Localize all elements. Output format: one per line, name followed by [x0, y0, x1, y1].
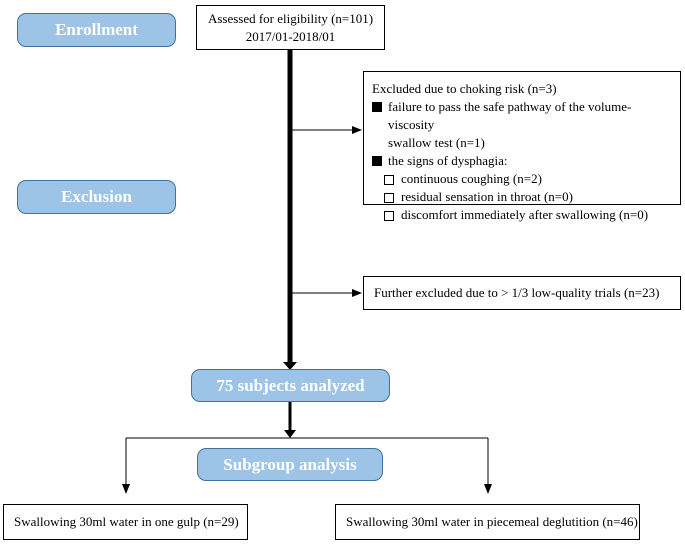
further-exclusion-text: Further excluded due to > 1/3 low-qualit…: [374, 285, 660, 300]
one-gulp-group-box: Swallowing 30ml water in one gulp (n=29): [3, 504, 248, 540]
filled-square-bullet-icon: [372, 156, 382, 166]
throat-sensation-text: residual sensation in throat (n=0): [401, 189, 573, 204]
analyzed-arrowhead: [284, 430, 296, 438]
further-exclusion-box: Further excluded due to > 1/3 low-qualit…: [363, 276, 681, 310]
assessed-eligibility-box: Assessed for eligibility (n=101) 2017/01…: [196, 5, 385, 50]
open-square-bullet-icon: [384, 193, 394, 203]
discomfort-subitem: discomfort immediately after swallowing …: [372, 206, 674, 224]
coughing-subitem: continuous coughing (n=2): [372, 170, 674, 188]
assessed-count-text: Assessed for eligibility (n=101): [207, 10, 374, 26]
filled-square-bullet-icon: [372, 102, 382, 112]
throat-sensation-subitem: residual sensation in throat (n=0): [372, 188, 674, 206]
choking-exclusion-box: Excluded due to choking risk (n=3) failu…: [363, 71, 681, 222]
subgroup-analysis-label: Subgroup analysis: [197, 448, 383, 481]
discomfort-text: discomfort immediately after swallowing …: [401, 207, 649, 222]
safe-pathway-bullet: failure to pass the safe pathway of the …: [372, 98, 674, 134]
one-gulp-group-text: Swallowing 30ml water in one gulp (n=29): [14, 514, 239, 529]
piecemeal-group-box: Swallowing 30ml water in piecemeal deglu…: [335, 504, 640, 540]
piecemeal-group-text: Swallowing 30ml water in piecemeal deglu…: [346, 514, 638, 529]
dysphagia-signs-text: the signs of dysphagia:: [388, 153, 508, 168]
assessed-period-text: 2017/01-2018/01: [245, 28, 336, 44]
dysphagia-signs-bullet: the signs of dysphagia:: [372, 152, 674, 170]
choking-exclusion-title: Excluded due to choking risk (n=3): [372, 81, 557, 96]
trunk-arrowhead: [283, 362, 297, 370]
open-square-bullet-icon: [384, 211, 394, 221]
coughing-text: continuous coughing (n=2): [401, 171, 542, 186]
enrollment-stage-label: Enrollment: [17, 13, 176, 47]
safe-pathway-text-line1: failure to pass the safe pathway of the …: [388, 99, 632, 132]
exclusion-stage-label: Exclusion: [17, 180, 176, 214]
safe-pathway-text-line2: swallow test (n=1): [388, 135, 485, 150]
open-square-bullet-icon: [384, 175, 394, 185]
subjects-analyzed-label: 75 subjects analyzed: [191, 369, 390, 402]
